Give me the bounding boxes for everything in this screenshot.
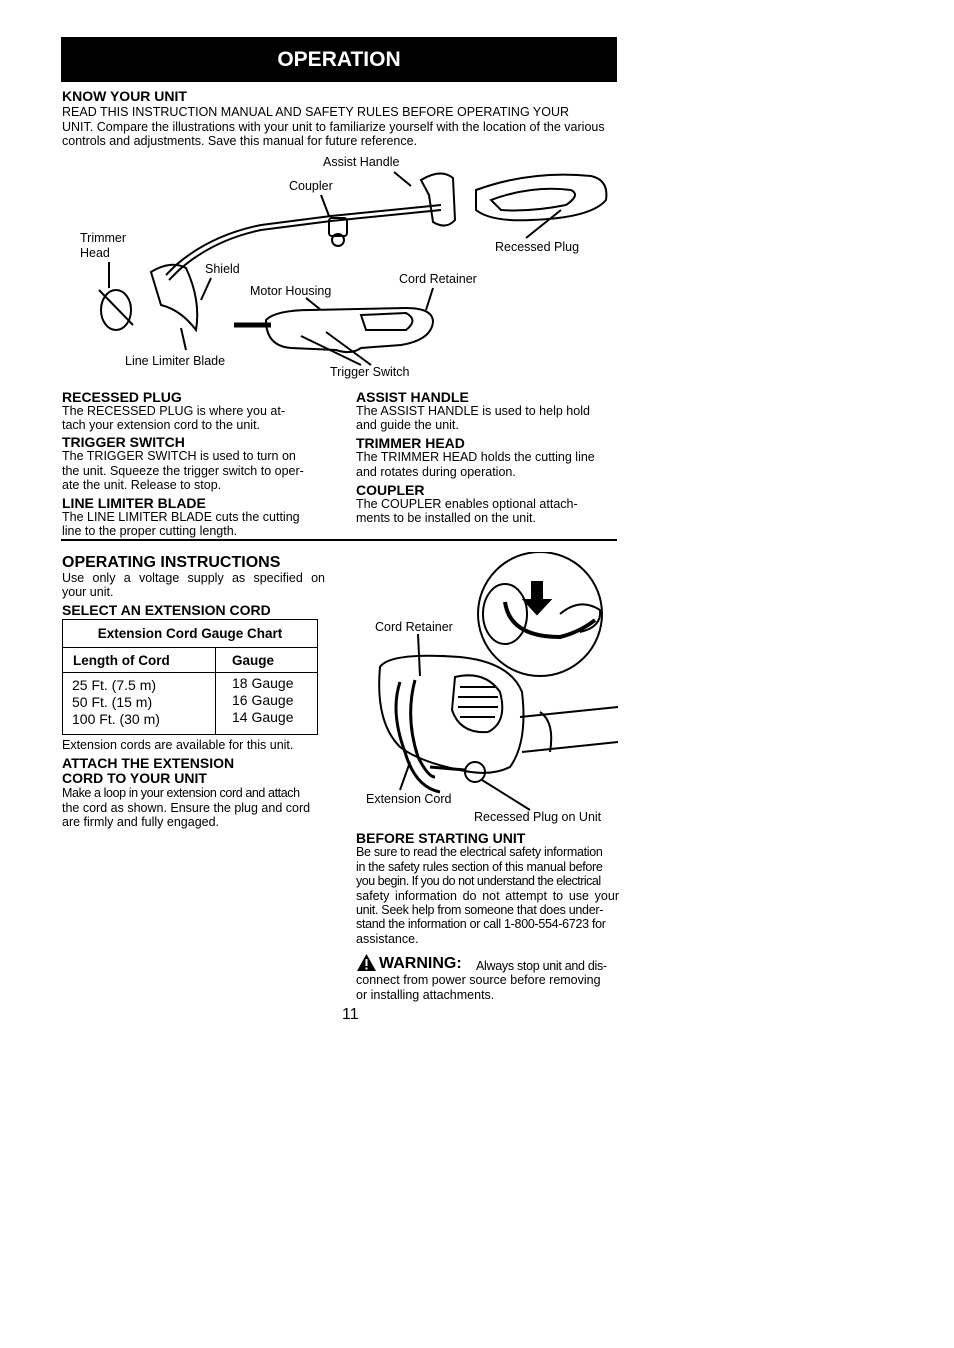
- assist-handle-shape: [419, 172, 457, 227]
- attach-text-1: Make a loop in your extension cord and a…: [62, 786, 300, 800]
- shield-shape: [149, 263, 199, 333]
- table-cell-gauge: 18 Gauge: [232, 675, 294, 691]
- gauge-chart-title: Extension Cord Gauge Chart: [62, 619, 318, 648]
- available-note: Extension cords are available for this u…: [62, 738, 294, 752]
- know-unit-line-2: UNIT. Compare the illustrations with you…: [62, 120, 605, 134]
- before-starting-line: safety information do not attempt to use…: [356, 889, 619, 903]
- line-limiter-heading: LINE LIMITER BLADE: [62, 495, 206, 511]
- label-coupler: Coupler: [289, 179, 333, 193]
- page-title-banner: OPERATION: [61, 37, 617, 82]
- coupler-shape: [328, 217, 348, 237]
- warning-triangle-icon: [357, 954, 376, 971]
- trimmer-head-heading: TRIMMER HEAD: [356, 435, 465, 451]
- trimmer-head-shape: [100, 289, 132, 331]
- attach-heading-2: CORD TO YOUR UNIT: [62, 770, 207, 786]
- gauge-chart-lengths-cell: 25 Ft. (7.5 m) 50 Ft. (15 m) 100 Ft. (30…: [62, 672, 216, 735]
- label-line-limiter-blade: Line Limiter Blade: [125, 354, 226, 368]
- label-cord-retainer: Cord Retainer: [399, 272, 477, 286]
- label-motor-housing: Motor Housing: [250, 284, 332, 298]
- assist-handle-text-1: The ASSIST HANDLE is used to help hold: [356, 404, 590, 418]
- trigger-switch-heading: TRIGGER SWITCH: [62, 434, 185, 450]
- know-unit-line-3: controls and adjustments. Save this manu…: [62, 134, 418, 148]
- trimmer-diagram: [98, 171, 608, 366]
- select-cord-heading: SELECT AN EXTENSION CORD: [62, 602, 271, 618]
- inset-circle: [477, 552, 603, 677]
- coupler-heading: COUPLER: [356, 482, 425, 498]
- operating-heading: OPERATING INSTRUCTIONS: [62, 554, 281, 571]
- gauge-chart-gauges-cell: 18 Gauge 16 Gauge 14 Gauge: [215, 672, 318, 735]
- coupler-text-2: ments to be installed on the unit.: [356, 511, 536, 525]
- attach-heading-1: ATTACH THE EXTENSION: [62, 755, 235, 771]
- warning-text-3: or installing attachments.: [356, 988, 495, 1002]
- label-shield: Shield: [205, 262, 240, 276]
- recessed-plug-text-2: tach your extension cord to the unit.: [62, 418, 261, 432]
- assist-handle-heading: ASSIST HANDLE: [356, 389, 469, 405]
- trigger-switch-text-3: ate the unit. Release to stop.: [62, 478, 222, 492]
- trimmer-head-text-2: and rotates during operation.: [356, 465, 516, 479]
- table-cell-length: 25 Ft. (7.5 m): [72, 677, 157, 693]
- warning-text-2: connect from power source before removin…: [356, 973, 601, 987]
- recessed-plug-text-1: The RECESSED PLUG is where you at-: [62, 404, 285, 418]
- trigger-switch-text-1: The TRIGGER SWITCH is used to turn on: [62, 449, 296, 463]
- operating-text-1: Use only a voltage supply as specified o…: [62, 571, 325, 585]
- section-divider: [61, 539, 617, 541]
- trimmer-head-text-1: The TRIMMER HEAD holds the cutting line: [356, 450, 595, 464]
- line-limiter-text-2: line to the proper cutting length.: [62, 524, 238, 538]
- gauge-chart-col-gauge: Gauge: [215, 647, 318, 673]
- assist-handle-text-2: and guide the unit.: [356, 418, 459, 432]
- before-starting-line: Be sure to read the electrical safety in…: [356, 845, 603, 859]
- before-starting-line: assistance.: [356, 932, 419, 946]
- housing-shape: [378, 654, 525, 774]
- label-recessed-plug-on-unit: Recessed Plug on Unit: [474, 810, 602, 824]
- table-cell-length: 50 Ft. (15 m): [72, 694, 153, 710]
- upper-handle-shape: [475, 173, 608, 222]
- table-cell-length: 100 Ft. (30 m): [72, 711, 160, 727]
- before-starting-line: you begin. If you do not understand the …: [356, 874, 601, 888]
- attach-text-2: the cord as shown. Ensure the plug and c…: [62, 801, 311, 815]
- cord-attach-diagram: [378, 552, 619, 811]
- trigger-switch-text-2: the unit. Squeeze the trigger switch to …: [62, 464, 304, 478]
- label-extension-cord: Extension Cord: [366, 792, 452, 806]
- plug-shape: [464, 761, 486, 783]
- know-unit-heading: KNOW YOUR UNIT: [62, 88, 187, 104]
- gauge-chart-col-length: Length of Cord: [62, 647, 216, 673]
- table-cell-gauge: 14 Gauge: [232, 709, 294, 725]
- line-limiter-text-1: The LINE LIMITER BLADE cuts the cutting: [62, 510, 300, 524]
- recessed-plug-heading: RECESSED PLUG: [62, 389, 182, 405]
- warning-text-1: Always stop unit and dis-: [476, 959, 607, 973]
- operating-text-2: your unit.: [62, 585, 114, 599]
- before-starting-line: unit. Seek help from someone that does u…: [356, 903, 604, 917]
- coupler-text-1: The COUPLER enables optional attach-: [356, 497, 578, 511]
- before-starting-line: stand the information or call 1-800-554-…: [356, 917, 606, 931]
- label-assist-handle: Assist Handle: [323, 155, 400, 169]
- know-unit-line-1: READ THIS INSTRUCTION MANUAL AND SAFETY …: [62, 105, 570, 119]
- attach-text-3: are firmly and fully engaged.: [62, 815, 220, 829]
- motor-housing-shape: [264, 306, 435, 354]
- gauge-chart-table: Extension Cord Gauge Chart Length of Cor…: [62, 619, 318, 735]
- label-trigger-switch: Trigger Switch: [330, 365, 410, 379]
- warning-label: WARNING:: [379, 955, 462, 972]
- page-number: 11: [342, 1006, 359, 1023]
- before-starting-heading: BEFORE STARTING UNIT: [356, 830, 526, 846]
- label-cord-retainer-2: Cord Retainer: [375, 620, 453, 634]
- shaft-line: [165, 204, 442, 276]
- down-arrow-icon: [521, 581, 553, 616]
- label-recessed-plug: Recessed Plug: [495, 240, 580, 254]
- table-cell-gauge: 16 Gauge: [232, 692, 294, 708]
- label-trimmer-head: Trimmer Head: [80, 231, 127, 260]
- before-starting-line: in the safety rules section of this manu…: [356, 860, 603, 874]
